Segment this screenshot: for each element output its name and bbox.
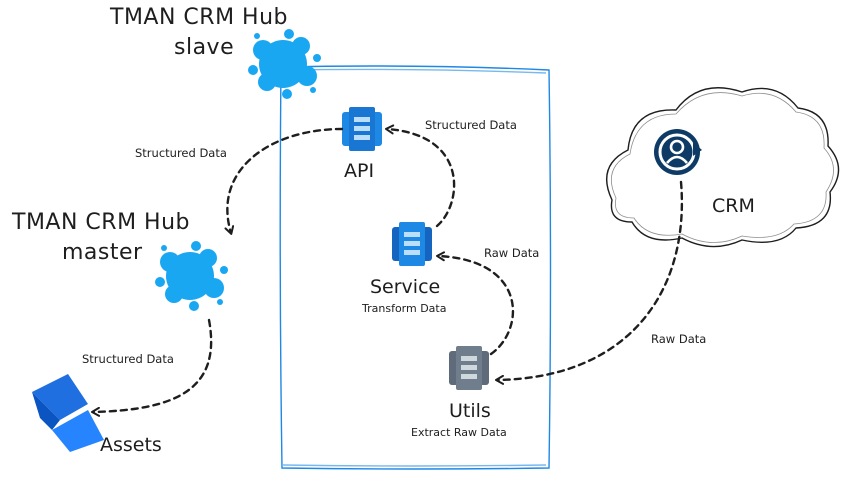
crm-user-icon (654, 129, 702, 175)
service-label: Service (370, 276, 441, 298)
edge-master-to-assets (91, 318, 213, 417)
master-title: TMAN CRM Hub (12, 210, 190, 235)
edge-label-master-to-assets: Structured Data (82, 352, 174, 366)
crm-label: CRM (712, 195, 755, 217)
edge-utils-to-service (436, 251, 515, 356)
crm-cloud (605, 87, 840, 248)
edge-label-api-to-master: Structured Data (135, 146, 227, 160)
service-cube-stack-icon (392, 222, 432, 266)
edge-api-to-master (224, 127, 344, 235)
slave-subtitle: slave (174, 35, 235, 60)
master-splash-icon (155, 241, 228, 311)
utils-label: Utils (449, 400, 491, 422)
edge-label-utils-to-service: Raw Data (484, 246, 540, 260)
service-sublabel: Transform Data (362, 302, 447, 315)
jira-assets-icon (32, 374, 104, 452)
edge-label-service-to-api: Structured Data (425, 118, 517, 132)
assets-label: Assets (100, 434, 162, 456)
slave-splash-icon (248, 29, 321, 99)
edge-label-crm-to-utils: Raw Data (651, 332, 707, 346)
slave-title: TMAN CRM Hub (110, 5, 288, 30)
utils-sublabel: Extract Raw Data (411, 426, 507, 439)
master-subtitle: master (62, 240, 143, 265)
service-container (279, 65, 552, 470)
edge-crm-to-utils (495, 180, 684, 385)
api-label: API (344, 160, 375, 182)
utils-cube-stack-icon (449, 346, 489, 390)
api-cube-stack-icon (342, 107, 382, 151)
edge-service-to-api (385, 124, 456, 228)
